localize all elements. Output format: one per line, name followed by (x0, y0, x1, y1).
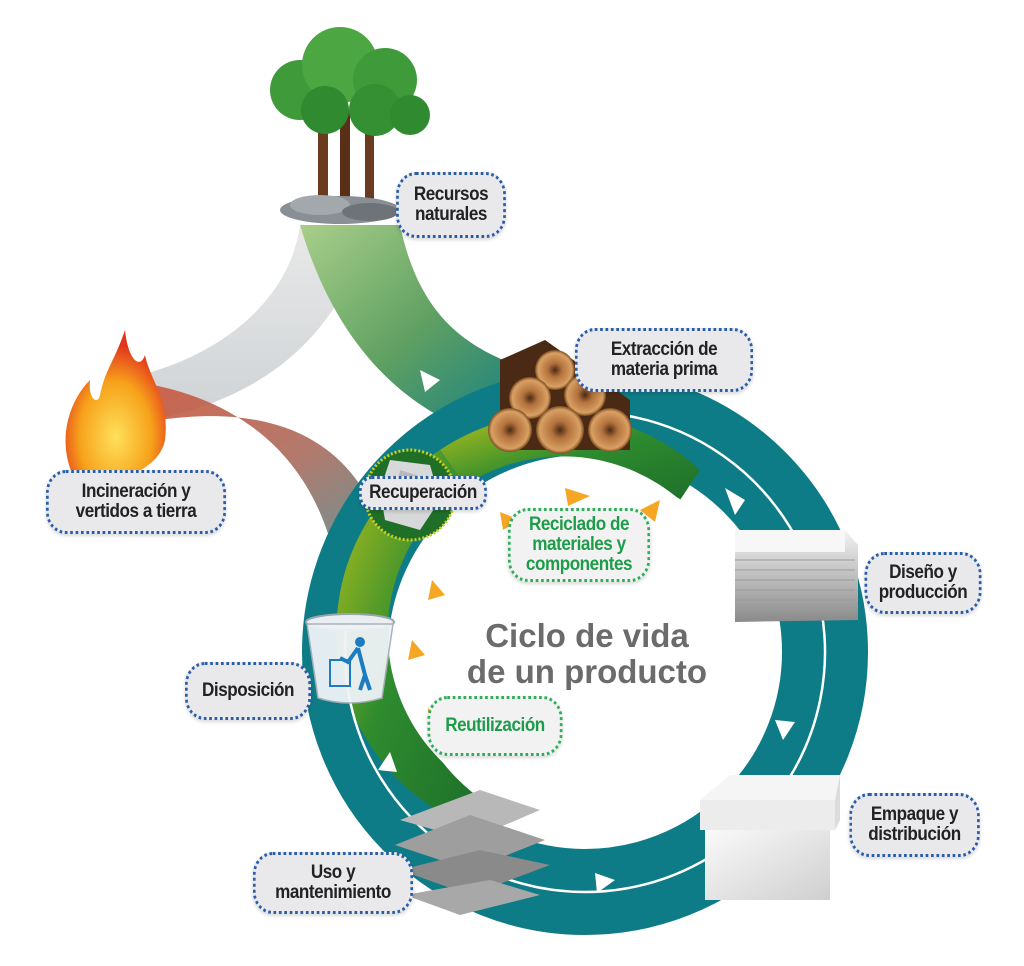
title-line-2: de un producto (466, 653, 708, 690)
label-incineracion: Incineración y vertidos a tierra (46, 470, 226, 534)
recycle-arrow-icon (428, 580, 445, 600)
arrow-icon (725, 488, 745, 515)
label-diseno: Diseño y producción (864, 552, 982, 614)
label-line: vertidos a tierra (75, 501, 197, 522)
flow-resources-to-extraction (300, 225, 530, 440)
flow-resources-to-incineration (120, 225, 360, 420)
arrow-icon (298, 520, 316, 540)
recovery-ring-left (336, 450, 480, 820)
label-line: naturales (415, 204, 487, 225)
label-line: Recursos (413, 184, 489, 205)
used-papers-icon (395, 790, 550, 915)
recycle-arrow-icon (408, 640, 425, 660)
label-line: distribución (868, 824, 961, 845)
label-recursos-naturales: Recursos naturales (396, 172, 506, 238)
label-line: mantenimiento (275, 882, 391, 903)
label-recuperacion: Recuperación (359, 476, 487, 510)
arrow-icon (420, 370, 440, 392)
label-line: materia prima (610, 359, 718, 380)
label-line: Empaque y (870, 804, 959, 825)
label-line: Reutilización (445, 715, 545, 736)
label-line: Disposición (202, 680, 294, 701)
label-extraccion: Extracción de materia prima (574, 328, 754, 392)
recycle-arrow-icon (565, 488, 590, 506)
label-empaque: Empaque y distribución (849, 793, 980, 857)
label-reciclado: Reciclado de materiales y componentes (507, 508, 651, 582)
recycle-arrow-icon (640, 500, 660, 522)
box-icon (700, 775, 840, 900)
label-line: Extracción de (610, 339, 718, 360)
label-uso: Uso y mantenimiento (252, 852, 414, 914)
arrow-icon (378, 752, 397, 772)
label-line: componentes (525, 554, 633, 575)
diagram-title: Ciclo de vida de un producto (452, 618, 722, 690)
label-line: materiales y (532, 534, 626, 555)
label-line: Reciclado de (528, 514, 630, 535)
title-line-1: Ciclo de vida (485, 617, 689, 654)
label-line: Diseño y (889, 562, 957, 583)
paper-stack-icon (735, 530, 858, 622)
label-line: Incineración y (81, 481, 191, 502)
flow-incineration-to-disposal (120, 380, 390, 560)
arrow-icon (775, 720, 795, 740)
label-line: producción (878, 582, 968, 603)
label-line: Recuperación (369, 482, 477, 503)
label-disposicion: Disposición (185, 662, 311, 720)
label-line: Uso y (310, 862, 356, 883)
trees-icon (270, 27, 430, 224)
arrow-icon (595, 873, 615, 893)
logs-icon (488, 340, 632, 454)
trash-bin-icon (305, 613, 395, 704)
fire-icon (65, 330, 166, 483)
label-reutilizacion: Reutilización (427, 696, 563, 756)
